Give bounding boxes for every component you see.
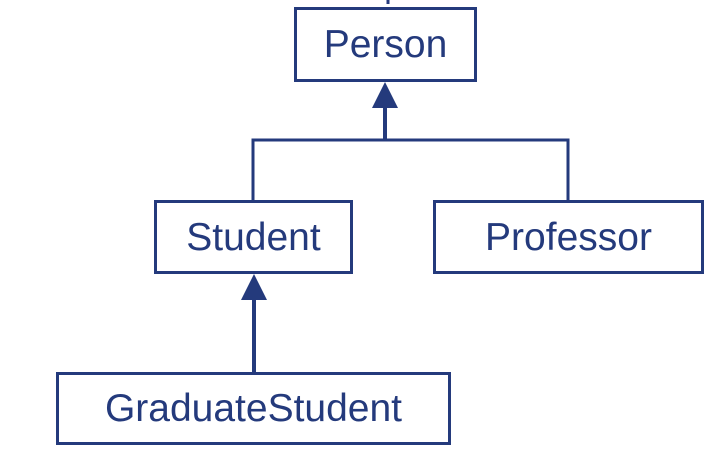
class-label-student: Student (186, 215, 321, 259)
class-label-graduate-student: GraduateStudent (104, 387, 403, 430)
inheritance-arrowhead-person (372, 82, 398, 108)
class-box-person[interactable]: Person (294, 7, 477, 82)
class-label-professor: Professor (485, 215, 652, 259)
inheritance-arrowhead-student (241, 274, 267, 300)
class-box-student[interactable]: Student (154, 200, 353, 274)
class-box-graduate-student[interactable]: GraduateStudent (56, 372, 451, 445)
connector-bus-student-professor (251, 138, 570, 200)
class-label-person: Person (323, 23, 448, 66)
class-box-professor[interactable]: Professor (433, 200, 704, 274)
